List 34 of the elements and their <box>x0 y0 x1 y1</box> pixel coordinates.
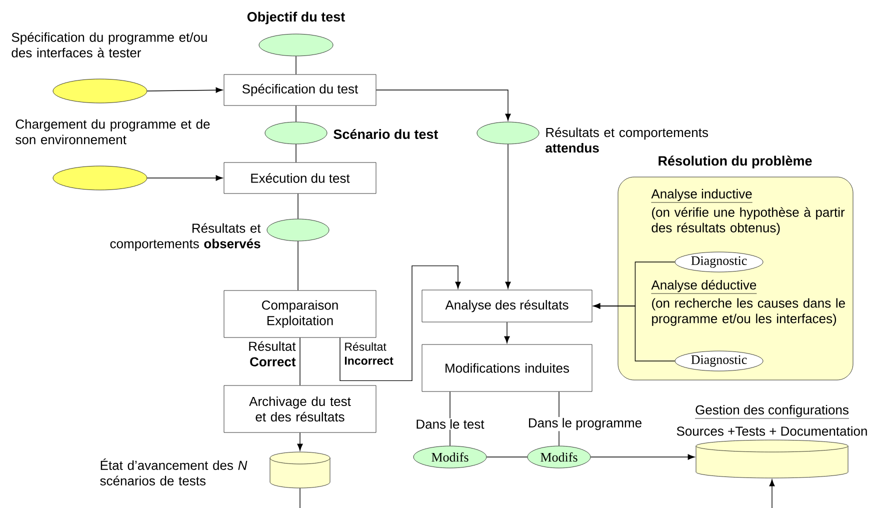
process-box: Spécification du test <box>224 74 376 106</box>
node-label: Scénario du test <box>334 129 438 139</box>
node-label: État d’avancement des N scénarios de tests <box>100 458 248 486</box>
arrow <box>769 479 775 508</box>
process-box: Exécution du test <box>224 162 376 194</box>
node-label: Résultats et comportements observés <box>110 223 261 251</box>
node-label: (on vérifie une hypothèse à partir des résultats obtenus) <box>652 207 845 235</box>
node-label: Résolution du problème <box>658 156 812 168</box>
arrow <box>340 265 461 382</box>
arrow <box>590 454 695 460</box>
node-label: Chargement du programme et de son environnement <box>16 119 210 144</box>
node-label: Analyse déductive <box>651 280 757 294</box>
edge-label: Dans le test <box>414 418 486 430</box>
arrow <box>146 87 223 93</box>
node-label: Gestion des configurations <box>694 404 850 419</box>
arrow <box>146 175 223 181</box>
edge-label: Résultat Incorrect <box>344 342 394 365</box>
node-label: Résultats et comportements attendus <box>546 127 708 153</box>
node-label: Spécification du programme et/ou des interfaces à tester <box>12 32 207 58</box>
node-label: (on recherche les causes dans le programme et/ou les interfaces) <box>652 298 845 326</box>
node-label: Analyse inductive <box>651 188 753 203</box>
arrow <box>297 432 303 451</box>
arrow <box>593 303 676 362</box>
process-box: Comparaison Exploitation <box>224 290 376 338</box>
edge-label: Dans le programme <box>526 416 644 432</box>
node-label: Sources +Tests + Documentation <box>676 426 867 436</box>
edge-label: Résultat Correct <box>249 341 296 366</box>
arrow <box>376 90 511 121</box>
process-box: Modifications induites <box>422 344 592 392</box>
node-label: Objectif du test <box>247 12 345 24</box>
process-box: Archivage du test et des résultats <box>224 385 376 433</box>
process-box: Analyse des résultats <box>422 290 592 322</box>
arrow <box>504 322 510 344</box>
arrow <box>505 144 511 289</box>
